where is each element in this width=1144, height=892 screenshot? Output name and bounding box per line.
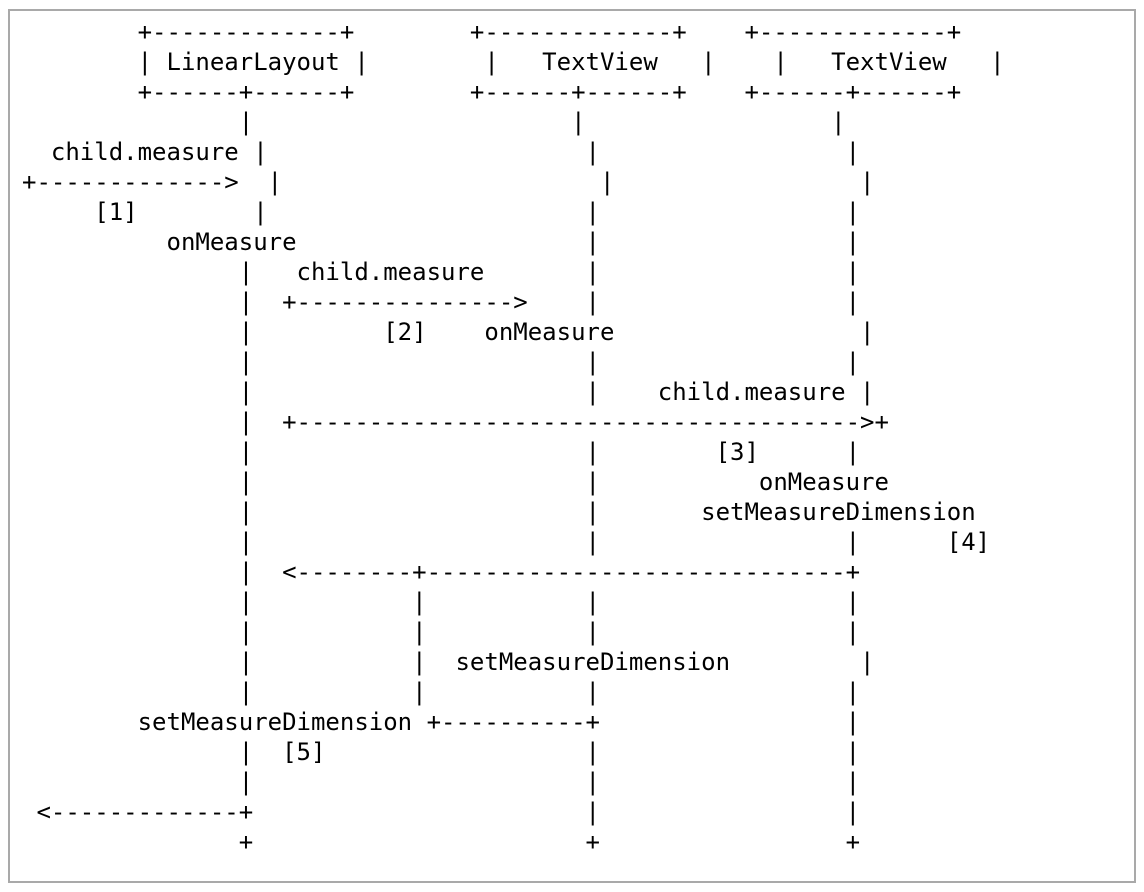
diagram-line: | | | [4]	[22, 528, 991, 556]
diagram-line: | | setMeasureDimension |	[22, 648, 875, 676]
diagram-line: | | child.measure |	[22, 378, 875, 406]
diagram-line: | | onMeasure	[22, 468, 889, 496]
diagram-line: | | |	[22, 108, 846, 136]
diagram-line: | | setMeasureDimension	[22, 498, 976, 526]
sequence-diagram: +-------------+ +-------------+ +-------…	[22, 17, 1005, 857]
diagram-line: +-------------+ +-------------+ +-------…	[22, 18, 962, 46]
diagram-line: | <--------+----------------------------…	[22, 558, 861, 586]
diagram-line: + + +	[22, 828, 861, 856]
diagram-line: setMeasureDimension +----------+ |	[22, 708, 861, 736]
diagram-line: | | | |	[22, 588, 861, 616]
diagram-line: | LinearLayout | | TextView | | TextView…	[22, 48, 1005, 76]
diagram-line: | +-------------------------------------…	[22, 408, 889, 436]
diagram-line: [1] | | |	[22, 198, 861, 226]
diagram-frame: +-------------+ +-------------+ +-------…	[8, 9, 1136, 883]
diagram-line: +------+------+ +------+------+ +------+…	[22, 78, 962, 106]
diagram-line: | +---------------> | |	[22, 288, 861, 316]
diagram-line: onMeasure | |	[22, 228, 861, 256]
diagram-line: | | |	[22, 768, 861, 796]
diagram-line: <-------------+ | |	[22, 798, 861, 826]
diagram-line: child.measure | | |	[22, 138, 861, 166]
diagram-line: | | | |	[22, 618, 861, 646]
diagram-line: | | [3] |	[22, 438, 861, 466]
diagram-line: | | |	[22, 348, 861, 376]
diagram-line: +-------------> | | |	[22, 168, 875, 196]
diagram-line: | [2] onMeasure |	[22, 318, 875, 346]
diagram-line: | | | |	[22, 678, 861, 706]
diagram-line: | child.measure | |	[22, 258, 861, 286]
diagram-line: | [5] | |	[22, 738, 861, 766]
